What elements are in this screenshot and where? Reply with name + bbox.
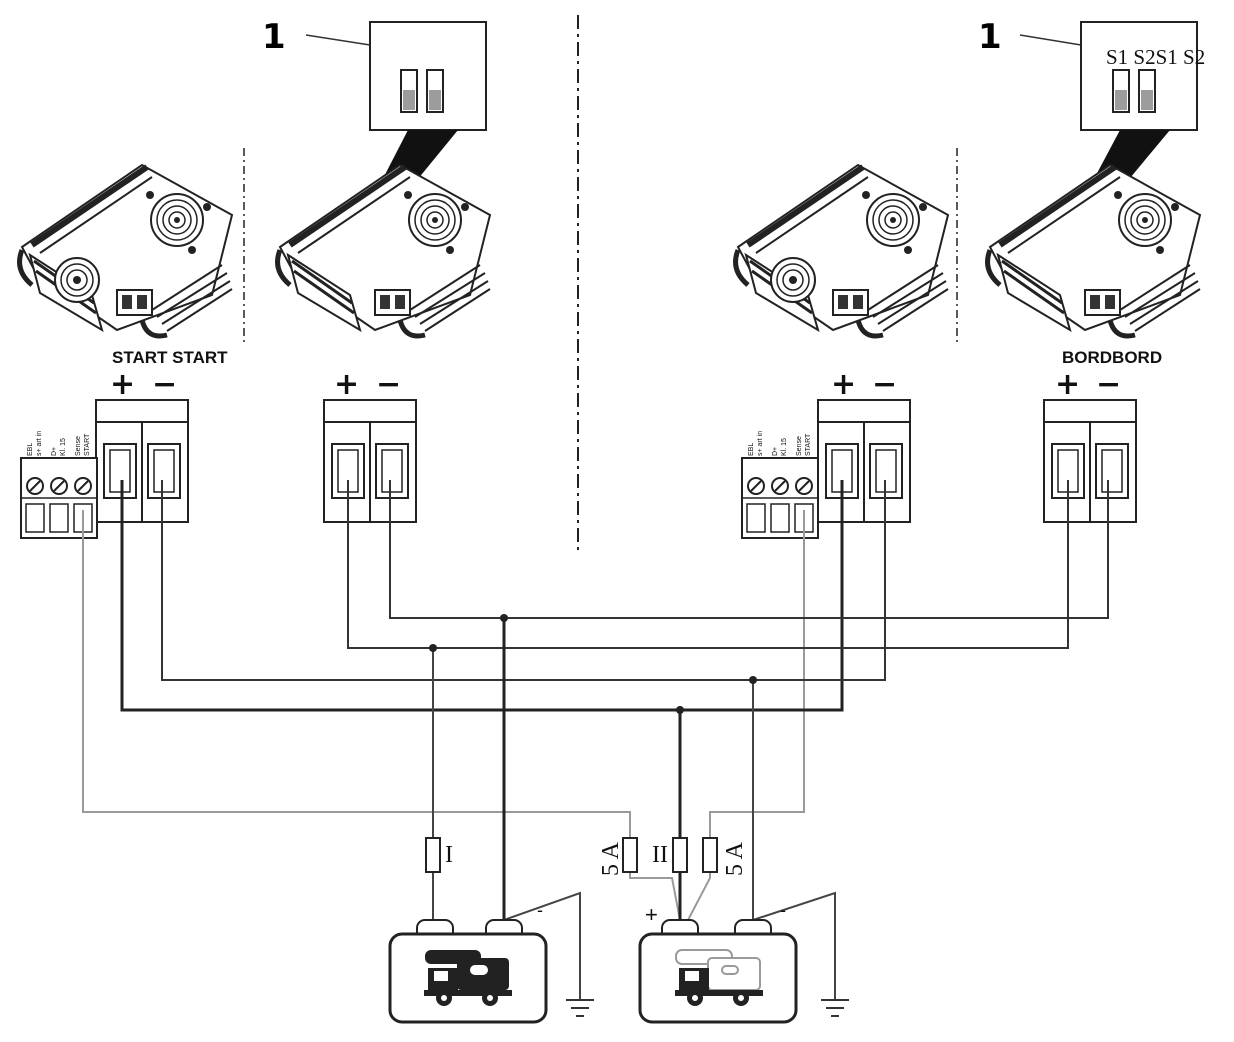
polarity-bord-1: + − xyxy=(831,367,897,402)
signal-connector-right xyxy=(741,457,819,539)
svg-text:I: I xyxy=(445,842,453,868)
svg-text:START: START xyxy=(805,433,812,456)
callout-number-left: 1 xyxy=(262,17,286,57)
svg-text:D+: D+ xyxy=(51,447,58,456)
camper-icon-dark xyxy=(424,950,512,1006)
svg-text:Sense: Sense xyxy=(796,436,803,456)
ground-wire-2 xyxy=(752,891,836,1000)
svg-text:II: II xyxy=(652,842,668,868)
device-start-2 xyxy=(278,165,490,336)
polarity-start-2: + − xyxy=(334,367,401,402)
pin-labels-left: EBL s+ art in D+ Kl. 15 Sense START xyxy=(27,431,91,456)
left-switch-callout: 1 xyxy=(262,17,487,262)
connector-start-2 xyxy=(323,399,417,523)
callout-number-right: 1 xyxy=(978,17,1002,57)
polarity-bord-2: + − xyxy=(1055,367,1121,402)
svg-text:s+ art in: s+ art in xyxy=(36,431,43,456)
battery-start: - xyxy=(388,900,548,1024)
camper-icon-light xyxy=(675,949,763,1006)
device-bord-2 xyxy=(988,165,1200,336)
battery-bord-minus-label: - xyxy=(780,900,786,920)
svg-text:s+ art in: s+ art in xyxy=(757,431,764,456)
terminal-label-right: BORDBORD xyxy=(1062,348,1162,367)
bus-618 xyxy=(389,480,1109,619)
svg-text:−: − xyxy=(376,367,401,402)
polarity-start-1: + − xyxy=(110,367,177,402)
dip-switch-right xyxy=(1112,69,1156,113)
fuse-I: I xyxy=(425,837,453,873)
svg-text:START: START xyxy=(84,433,91,456)
svg-text:Sense: Sense xyxy=(75,436,82,456)
svg-text:−: − xyxy=(872,367,897,402)
svg-text:EBL: EBL xyxy=(27,443,34,456)
svg-text:−: − xyxy=(152,367,177,402)
ground-bus-lower xyxy=(120,480,844,712)
signal-connector-left xyxy=(20,457,98,539)
sense-wire-left xyxy=(82,510,681,921)
device-start-1 xyxy=(20,165,232,336)
fuse-II: II xyxy=(652,837,688,873)
connector-start-1 xyxy=(95,399,189,523)
svg-text:D+: D+ xyxy=(772,447,779,456)
bus-648 xyxy=(347,480,1069,649)
dip-switch-left xyxy=(400,69,444,113)
svg-text:Kl. 15: Kl. 15 xyxy=(60,438,67,456)
ground-wire-1 xyxy=(503,891,581,1000)
svg-text:+: + xyxy=(334,367,359,402)
ground-symbol-2 xyxy=(821,999,849,1017)
ground-symbol-1 xyxy=(566,999,594,1017)
terminal-label-left: START START xyxy=(112,348,228,367)
battery-bord: + - xyxy=(638,900,798,1024)
svg-text:EBL: EBL xyxy=(748,443,755,456)
battery-start-minus-label: - xyxy=(537,900,543,920)
svg-text:+: + xyxy=(110,367,135,402)
fuse-5a-left: 5 A xyxy=(598,837,638,876)
svg-text:+: + xyxy=(831,367,856,402)
wiring xyxy=(82,480,1109,1000)
battery-bord-plus-label: + xyxy=(645,902,658,927)
svg-text:Kl. 15: Kl. 15 xyxy=(781,438,788,456)
switch-labels: S1 S2S1 S2 xyxy=(1106,45,1205,69)
svg-text:5 A: 5 A xyxy=(598,841,624,876)
svg-text:−: − xyxy=(1096,367,1121,402)
connector-bord-2 xyxy=(1043,399,1137,523)
pin-labels-right: EBL s+ art in D+ Kl. 15 Sense START xyxy=(748,431,812,456)
svg-text:5 A: 5 A xyxy=(722,841,748,876)
svg-text:+: + xyxy=(1055,367,1080,402)
bus-680 xyxy=(161,480,886,681)
device-bord-1 xyxy=(736,165,948,336)
fuse-5a-right: 5 A xyxy=(702,837,748,876)
connector-bord-1 xyxy=(817,399,911,523)
